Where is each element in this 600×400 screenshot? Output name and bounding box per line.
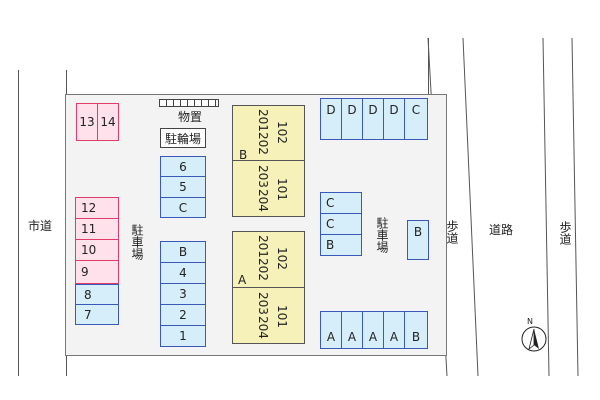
space-3: 3 — [160, 283, 206, 305]
sidewalk-right-label: 歩道 — [558, 221, 572, 245]
space-d-3: D — [362, 98, 384, 140]
space-a-2: A — [341, 311, 363, 349]
space-c-mid-2: C — [320, 213, 362, 235]
space-c-center: C — [160, 197, 206, 218]
space-4: 4 — [160, 262, 206, 284]
building-b-room-102: 102 — [275, 121, 289, 144]
space-9: 9 — [75, 260, 119, 284]
building-b-room-201: 201 — [256, 109, 270, 132]
space-13: 13 — [76, 103, 98, 141]
space-5: 5 — [160, 176, 206, 198]
space-b-bottom: B — [404, 311, 428, 349]
space-12: 12 — [75, 197, 119, 219]
space-11: 11 — [75, 218, 119, 240]
building-b — [232, 105, 305, 217]
building-a-room-201: 201 — [256, 235, 270, 258]
building-b-wing-label: B — [239, 148, 248, 162]
space-10: 10 — [75, 239, 119, 261]
space-14: 14 — [97, 103, 119, 141]
parking-label-right: 駐車場 — [375, 217, 389, 253]
space-1: 1 — [160, 325, 206, 347]
compass-icon — [521, 326, 547, 352]
building-b-room-203: 203 — [256, 165, 270, 188]
space-b-right: B — [407, 220, 429, 260]
space-c-mid-1: C — [320, 192, 362, 214]
road-label: 道路 — [489, 223, 514, 237]
storage-label: 物置 — [178, 110, 203, 124]
compass-label: N — [527, 317, 533, 326]
building-a-room-203: 203 — [256, 292, 270, 315]
storage-icon — [159, 99, 219, 107]
road-edge-right-1 — [428, 38, 429, 95]
space-a-3: A — [362, 311, 384, 349]
bike-parking-label: 駐輪場 — [160, 128, 206, 148]
space-d-4: D — [383, 98, 405, 140]
building-b-room-204: 204 — [256, 189, 270, 212]
space-6: 6 — [160, 156, 206, 177]
space-b-center: B — [160, 241, 206, 263]
space-c-top: C — [404, 98, 428, 140]
building-a-room-202: 202 — [256, 258, 270, 281]
building-a-room-101: 101 — [275, 305, 289, 328]
space-8: 8 — [75, 284, 119, 305]
building-b-room-202: 202 — [256, 132, 270, 155]
road-edge-left-1 — [18, 70, 19, 376]
space-d-2: D — [341, 98, 363, 140]
sidewalk-left-label: 歩道 — [445, 220, 459, 244]
space-b-mid: B — [320, 234, 362, 256]
building-a-room-102: 102 — [275, 247, 289, 270]
city-road-label: 市道 — [28, 219, 53, 233]
building-b-divider — [232, 160, 305, 161]
building-b-room-101: 101 — [275, 178, 289, 201]
space-a-4: A — [383, 311, 405, 349]
building-a-room-204: 204 — [256, 316, 270, 339]
space-d-1: D — [320, 98, 342, 140]
parking-label-left: 駐車場 — [130, 224, 144, 260]
space-a-1: A — [320, 311, 342, 349]
building-a-wing-label: A — [238, 273, 247, 287]
space-2: 2 — [160, 304, 206, 326]
space-7: 7 — [75, 304, 119, 325]
building-a-divider — [232, 287, 305, 288]
